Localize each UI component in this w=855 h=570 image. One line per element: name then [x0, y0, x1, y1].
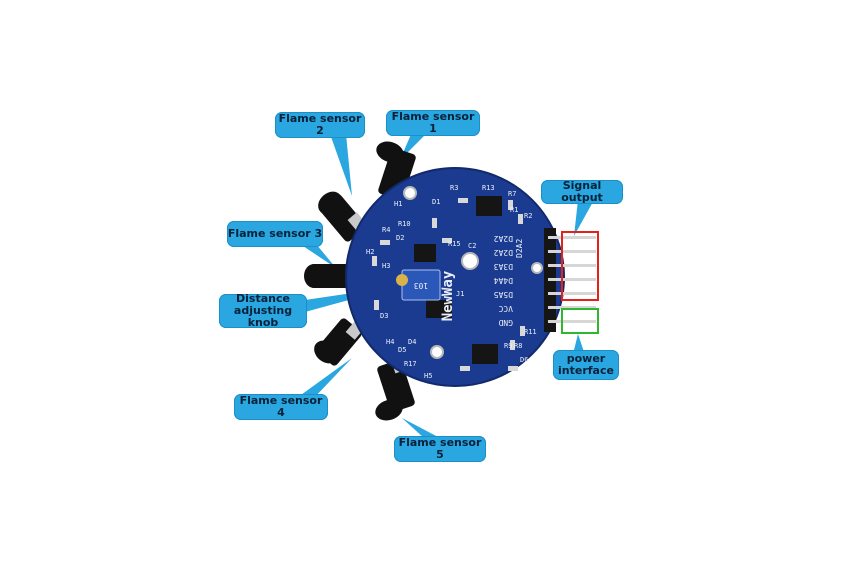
svg-text:H1: H1	[394, 200, 402, 208]
label-flame-sensor-5: Flame sensor 5	[394, 436, 486, 462]
pcb-disc	[345, 167, 565, 387]
svg-text:H5: H5	[424, 372, 432, 380]
mounting-holes	[403, 186, 543, 359]
svg-text:R15: R15	[448, 240, 461, 248]
svg-text:D3: D3	[380, 312, 388, 320]
pointer-flame5	[402, 418, 440, 438]
svg-text:H3: H3	[382, 262, 390, 270]
pin-d3a3: D3A3	[494, 262, 513, 271]
smd-parts	[372, 198, 525, 371]
pin-d2a2-a: D2A2	[494, 234, 513, 243]
ic-chips	[414, 196, 502, 364]
pin-gnd: GND	[498, 318, 513, 327]
svg-text:R1: R1	[510, 206, 518, 214]
potentiometer-label: 103	[414, 281, 429, 290]
svg-text:R8: R8	[514, 342, 522, 350]
svg-text:R13: R13	[482, 184, 495, 192]
potentiometer: 103	[396, 269, 441, 301]
flame-sensor-4-led	[314, 318, 367, 366]
signal-output-box	[561, 231, 599, 301]
svg-text:R10: R10	[398, 220, 411, 228]
pointer-flame4	[294, 358, 352, 400]
pin-d4a4: D4A4	[494, 276, 513, 285]
pin-header	[544, 228, 596, 332]
svg-text:D6: D6	[520, 356, 528, 364]
pin-d5a5: D5A5	[494, 290, 513, 299]
svg-text:R2: R2	[524, 212, 532, 220]
label-flame-sensor-3: Flame sensor 3	[227, 221, 323, 247]
svg-text:R11: R11	[524, 328, 537, 336]
svg-text:R9: R9	[504, 342, 512, 350]
flame-sensor-2-led	[318, 191, 369, 242]
svg-text:R17: R17	[404, 360, 417, 368]
svg-text:R7: R7	[508, 190, 516, 198]
pin-label-1: D2A2	[515, 239, 524, 258]
pointer-signal	[574, 200, 594, 236]
pin-vcc: VCC	[498, 304, 513, 313]
silkscreen-refs: R13 R3 R7 R1 R2 R4 R15 C2 H1 H2 H3 H4 H5…	[366, 184, 537, 380]
svg-text:H4: H4	[386, 338, 394, 346]
label-distance-knob: Distance adjusting knob	[219, 293, 307, 329]
label-signal-output: Signal output	[541, 180, 623, 204]
svg-text:D4: D4	[408, 338, 416, 346]
label-flame-sensor-1: Flame sensor 1	[386, 110, 480, 136]
svg-text:R3: R3	[450, 184, 458, 192]
pointer-flame2	[330, 134, 352, 196]
svg-text:D1: D1	[432, 198, 440, 206]
pointer-flame3	[300, 244, 336, 268]
svg-text:D5: D5	[398, 346, 406, 354]
label-power-interface: power interface	[553, 350, 619, 380]
svg-text:C2: C2	[468, 242, 476, 250]
svg-text:J1: J1	[456, 290, 464, 298]
pin-labels: D2A2	[515, 239, 524, 258]
label-flame-sensor-4: Flame sensor 4	[234, 394, 328, 420]
svg-text:D2: D2	[396, 234, 404, 242]
power-interface-box	[561, 308, 599, 334]
board-logo: NewWay	[440, 270, 456, 321]
pin-header-labels: D2A2 D2A2 D3A3 D4A4 D5A5 VCC GND	[494, 234, 513, 327]
pin-d2a2-b: D2A2	[494, 248, 513, 257]
label-flame-sensor-2: Flame sensor 2	[275, 112, 365, 138]
svg-text:H2: H2	[366, 248, 374, 256]
svg-text:R4: R4	[382, 226, 390, 234]
